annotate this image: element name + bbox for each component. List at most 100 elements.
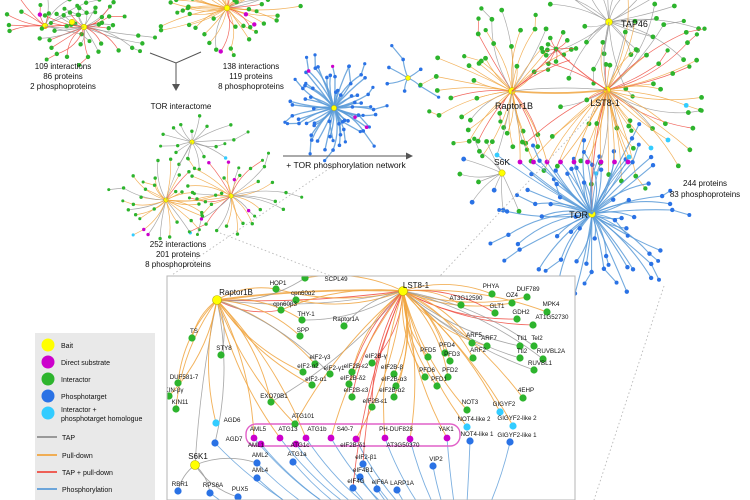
- label-pfd3: PFD3: [444, 351, 460, 358]
- network-extra-edges: [44, 21, 669, 215]
- node-eif4b1: [356, 473, 364, 481]
- panel-node-labels: HOP1SCPL49cpn60α2cpn60β3THY-1Raptor1ASPP…: [168, 276, 570, 494]
- node-pfd2: [444, 373, 452, 381]
- label-cpn60a2: cpn60α2: [291, 290, 315, 297]
- label-not4-like1: NOT4-like 1: [460, 431, 494, 438]
- node-rbr1: [174, 487, 182, 495]
- label-scpl49: SCPL49: [324, 276, 348, 283]
- node-spp: [296, 332, 304, 340]
- node-vip2: [429, 462, 437, 470]
- label-arf2: ARF2: [470, 347, 486, 354]
- label-eif6a: eIF6A: [372, 479, 389, 486]
- node-larp1a: [393, 486, 401, 494]
- label-ph-duf828: PH-DUF828: [379, 426, 413, 433]
- legend: Bait Direct substrate Interactor Phospho…: [35, 333, 155, 500]
- stats-pulldown-line2: 119 proteins: [229, 72, 272, 81]
- node-ts: [188, 334, 196, 342]
- node-pfd4: [441, 349, 449, 357]
- legend-swatch-phosphotarget: [41, 389, 55, 403]
- node-eif2-a1: [308, 381, 316, 389]
- label-eif2b-e2: eIF2B-ε2: [344, 363, 369, 370]
- node-at3g12590: [457, 301, 465, 309]
- networks-layer: [4, 0, 707, 296]
- legend-label-homologue-line1: Interactor +: [61, 407, 97, 414]
- stats-tap-line2: 86 proteins: [43, 72, 83, 81]
- node-sty8: [217, 351, 225, 359]
- node-eif6a: [373, 485, 381, 493]
- label-sty8: STY8: [216, 345, 232, 352]
- label-pfd6: PFD6: [419, 367, 435, 374]
- node-aml5: [250, 434, 258, 442]
- stats-pulldown-line1: 138 interactions: [223, 62, 279, 71]
- node-eif2b-d2: [345, 380, 353, 388]
- network-phospho-satellite: [385, 44, 441, 99]
- node-yak1: [443, 434, 451, 442]
- panel-hub-LST8-1: [398, 286, 408, 296]
- label-gigyf2: GIGYF2: [493, 401, 516, 408]
- hub-label-raptor1b: Raptor1B: [495, 101, 533, 111]
- legend-swatch-bait: [41, 338, 55, 352]
- node-eif2b-d1: [352, 435, 360, 443]
- plus-phospho-network-label: + TOR phosphorylation network: [286, 160, 406, 170]
- node-not3: [463, 406, 471, 414]
- label-agd7: AGD7: [226, 436, 243, 443]
- label-pfd2: PFD2: [442, 367, 458, 374]
- merge-arrow: [149, 51, 202, 91]
- node-eif2b-e1: [368, 403, 376, 411]
- network-pulldown-network: [158, 0, 303, 58]
- node-atg1a: [289, 458, 297, 466]
- label-pfd4: PFD4: [439, 342, 455, 349]
- label-atg1a: ATG1a: [287, 451, 307, 458]
- label-larp1a: LARP1A: [390, 480, 415, 487]
- node-arf7: [483, 342, 491, 350]
- panel-edges: [168, 276, 548, 500]
- node-tti1: [516, 342, 524, 350]
- label-at1g52730: AT1G52730: [536, 314, 569, 321]
- node-ph-duf828: [381, 434, 389, 442]
- label-ruvbl2a: RUVBL2A: [537, 348, 566, 355]
- label-atg101: ATG101: [292, 413, 315, 420]
- hub-label-tor: TOR: [569, 210, 588, 220]
- legend-label-homologue-line2: phosphotarget homologue: [61, 416, 142, 423]
- stats-merged-line1: 244 proteins: [683, 179, 727, 188]
- label-eif2-a2: eIF2-α2: [297, 363, 319, 370]
- label-yak1: YAK1: [438, 426, 454, 433]
- label-eif2b-e3: eIF2B-ε3: [344, 387, 369, 394]
- phospho-network-arrow: [283, 152, 413, 160]
- label-agd6: AGD6: [224, 417, 241, 424]
- label-gdh2: GDH2: [512, 309, 530, 316]
- node-s40-7: [327, 434, 335, 442]
- label-eif2b-g: eIF2B-γ: [365, 353, 388, 360]
- label-exo70b1: EXO70B1: [260, 393, 288, 400]
- node-ruvbl2a: [539, 355, 547, 363]
- node-atg1c: [292, 440, 300, 448]
- node-aml2: [253, 459, 261, 467]
- node-aml1: [257, 440, 265, 448]
- label-pux5: PUX5: [232, 486, 249, 493]
- node-atg13: [276, 434, 284, 442]
- hub-label-tap46: TAP46: [621, 19, 648, 29]
- label-eif4b1: eIF4B1: [353, 467, 374, 474]
- node-raptor1a: [340, 322, 348, 330]
- node-cpn60a2: [292, 296, 300, 304]
- legend-swatch-homologue: [41, 406, 55, 420]
- node-gdh2: [513, 315, 521, 323]
- label-glt1: GLT1: [489, 303, 505, 310]
- node-eif2b-e3: [348, 393, 356, 401]
- node-duf789: [523, 293, 531, 301]
- label-eif2-b1: eIF2-β1: [355, 454, 377, 461]
- node-tti2: [516, 354, 524, 362]
- panel-hub-label-raptor1b: Raptor1B: [219, 288, 253, 297]
- label-pfd5: PFD5: [420, 347, 436, 354]
- legend-label-phosphotarget: Phosphotarget: [61, 394, 107, 401]
- label-vip2: VIP2: [429, 456, 443, 463]
- label-eif2b-b: eIF2B-β: [381, 364, 404, 371]
- label-rps6a: RPS6A: [203, 482, 224, 489]
- legend-label-phosphorylation: Phosphorylation: [62, 487, 112, 494]
- label-duf789: DUF789: [516, 286, 540, 293]
- stats-interactome-line3: 8 phosphoproteins: [145, 260, 211, 269]
- label-4ehp: 4EHP: [518, 387, 534, 394]
- label-cpn60b3: cpn60β3: [273, 301, 297, 308]
- node-scpl49: [301, 276, 309, 282]
